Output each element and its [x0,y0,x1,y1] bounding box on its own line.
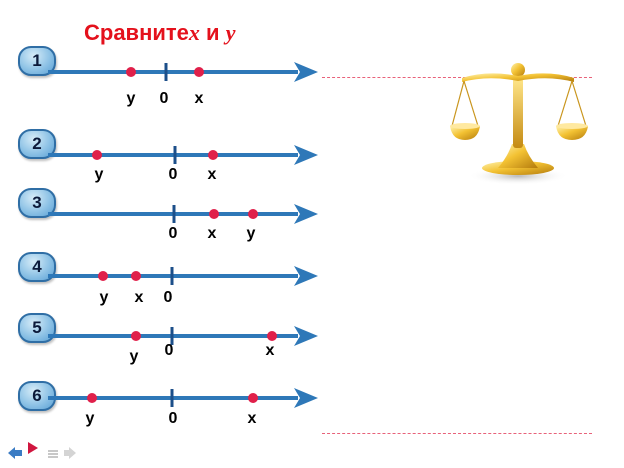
point-x [131,271,141,281]
point-x [267,331,277,341]
label-zero: 0 [164,342,174,359]
label-y: y [126,90,136,107]
point-y [126,67,136,77]
point-y [87,393,97,403]
title-conjunction: и [206,20,220,45]
label-y: y [246,225,256,242]
label-y: y [85,410,95,427]
title-var-x: x [188,20,200,45]
label-zero: 0 [163,289,173,306]
label-zero: 0 [168,225,178,242]
arrow-left-icon[interactable] [6,446,24,460]
label-zero: 0 [168,166,178,183]
label-y: y [94,166,104,183]
label-zero: 0 [168,410,178,427]
triangle-marker-icon[interactable] [24,440,40,456]
point-y [92,150,102,160]
label-x: x [265,342,275,359]
label-zero: 0 [159,90,169,107]
label-x: x [207,225,217,242]
label-x: x [134,289,144,306]
point-x [209,209,219,219]
title-var-y: y [225,20,236,45]
top-dashed-divider [322,77,592,78]
label-x: x [247,410,257,427]
point-x [248,393,258,403]
label-y: y [99,289,109,306]
label-y: y [129,348,139,365]
point-x [194,67,204,77]
bottom-dashed-divider [322,433,592,434]
label-x: x [207,166,217,183]
slide-navigation [6,440,96,462]
slide-title: Сравнитеx и y [84,20,235,46]
title-prefix: Сравните [84,20,189,45]
point-y [131,331,141,341]
label-x: x [194,90,204,107]
arrow-right-icon[interactable] [62,446,78,460]
point-y [98,271,108,281]
menu-icon[interactable] [46,448,60,460]
balance-scale-icon [450,63,588,185]
point-y [248,209,258,219]
point-x [208,150,218,160]
